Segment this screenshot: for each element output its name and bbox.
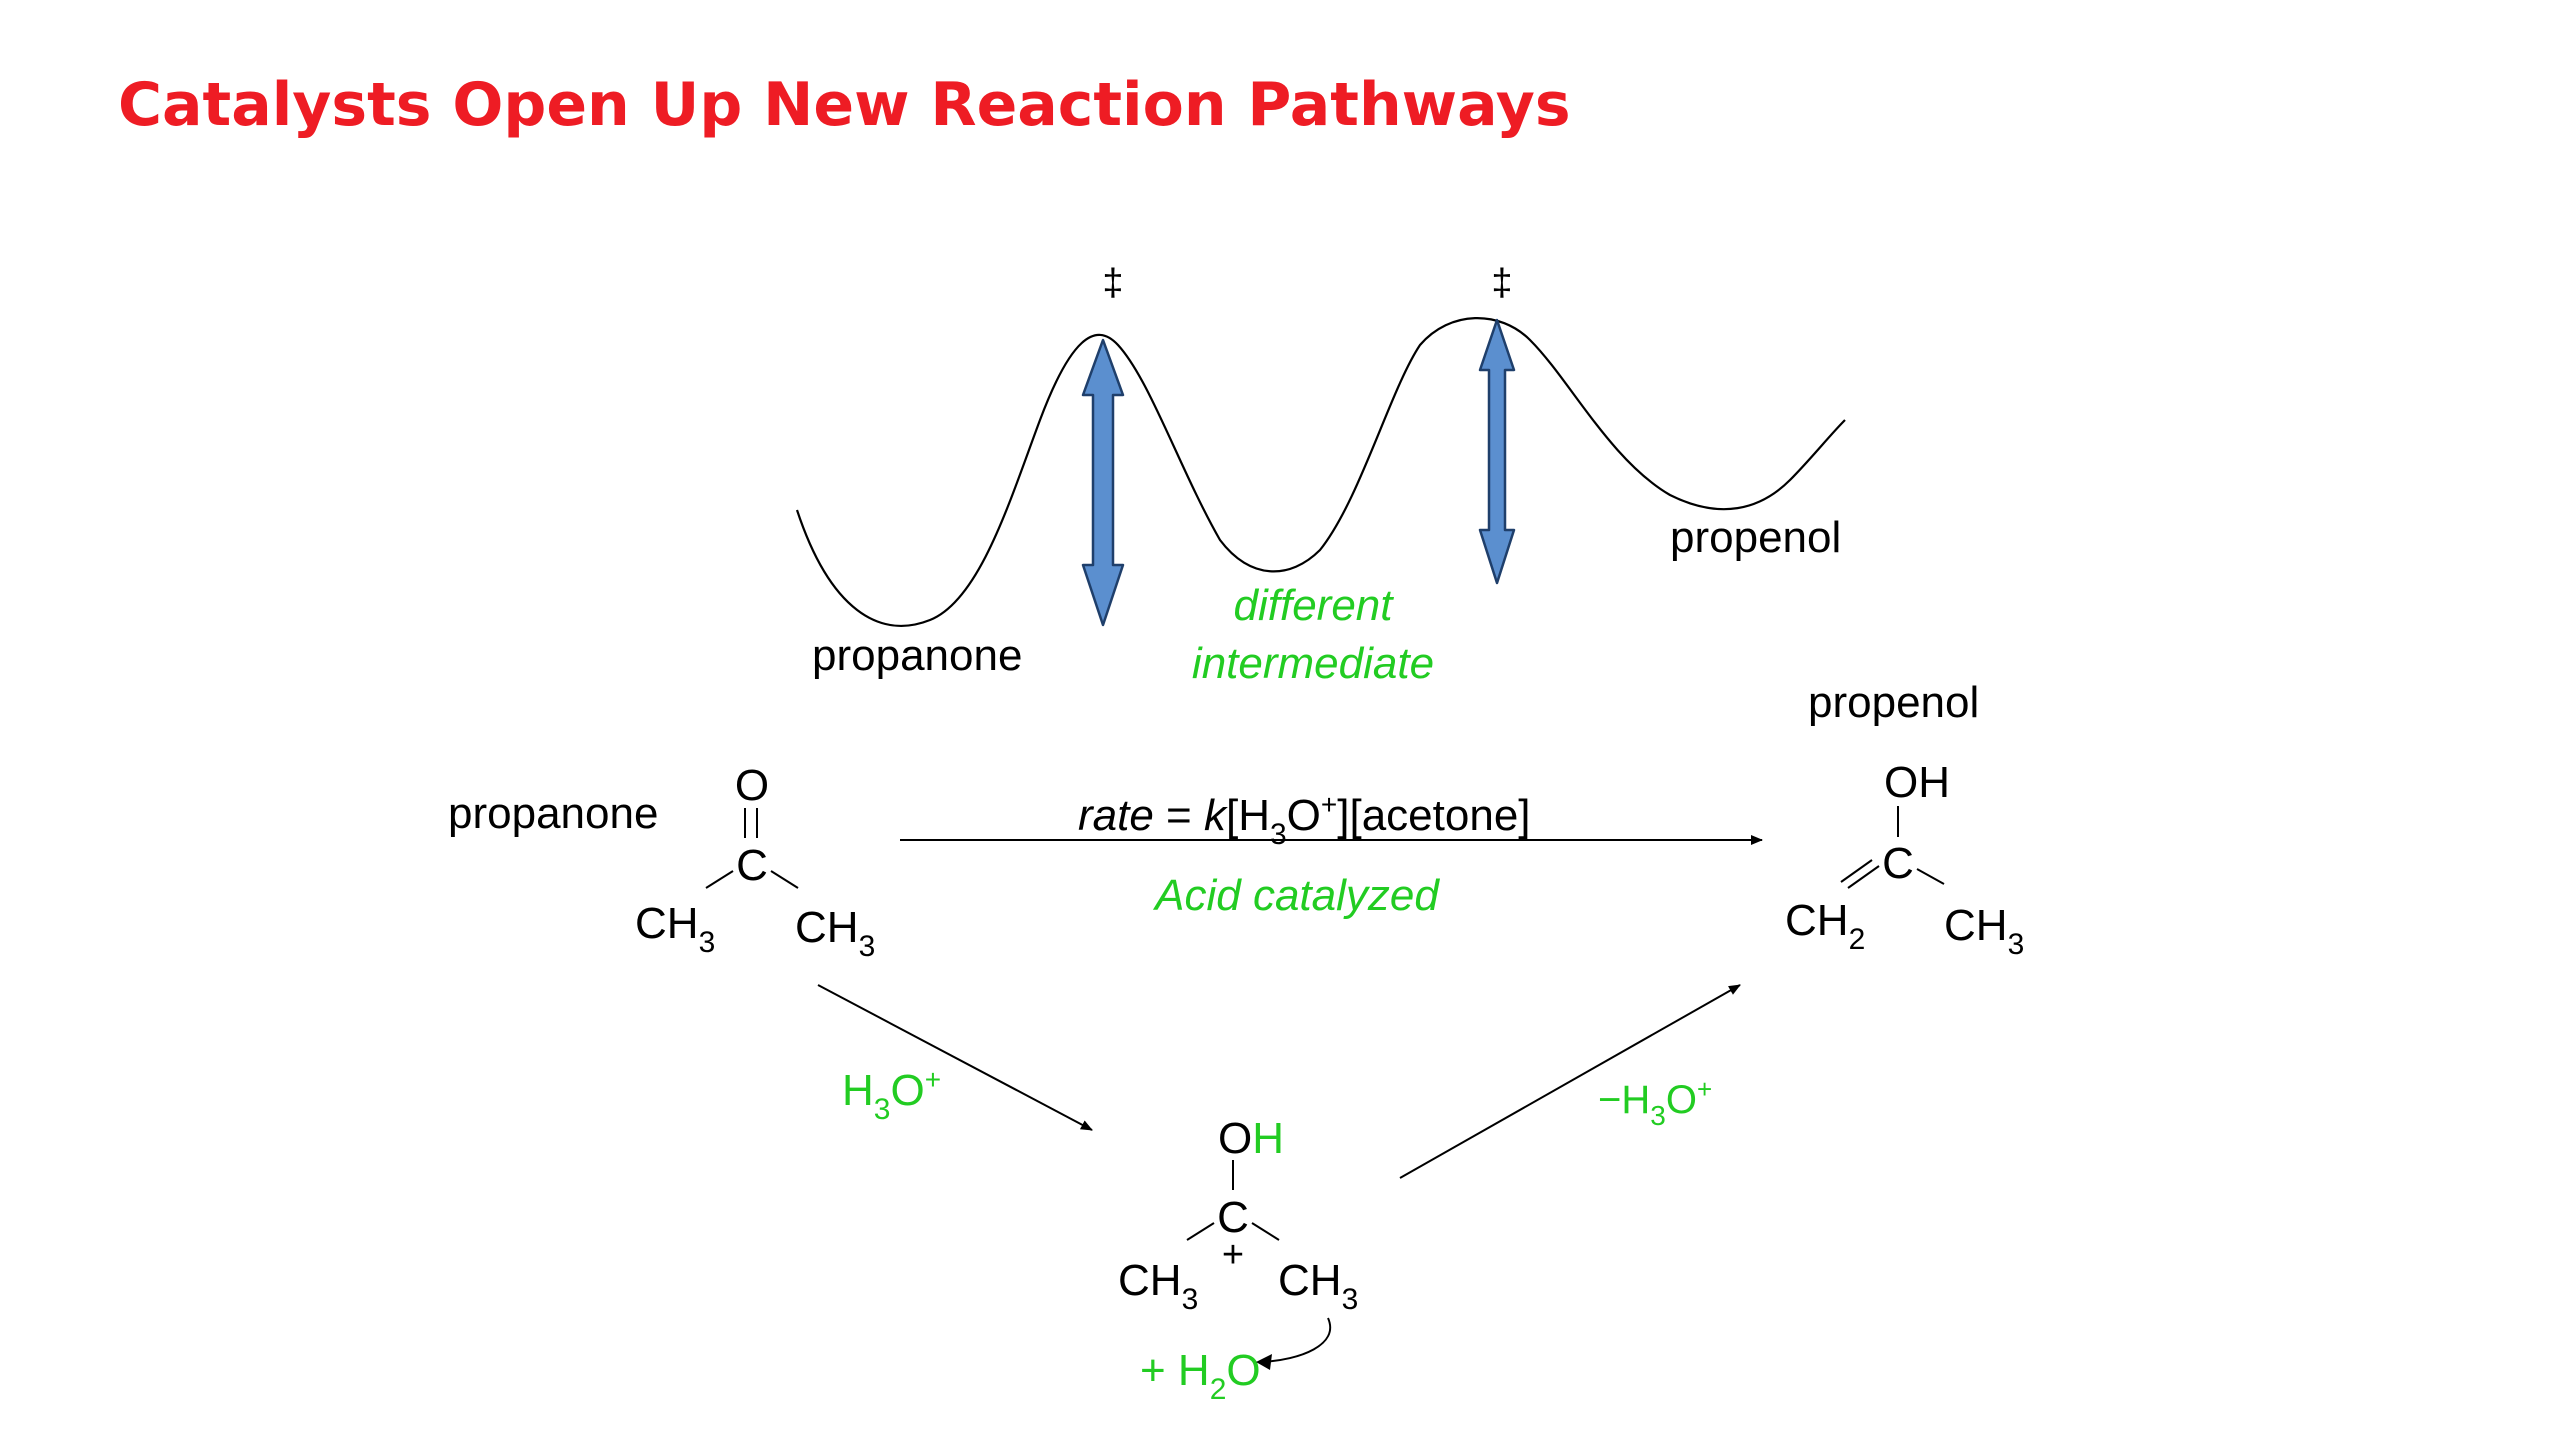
intermediate-label-line2: intermediate <box>1192 639 1434 688</box>
propenol-name: propenol <box>1808 678 1979 727</box>
propanone-name: propanone <box>448 789 658 838</box>
energy-label-propanone: propanone <box>812 631 1022 680</box>
stepwise-pathway: H3O+ −H3O+ OH C + CH3 CH3 + H2O <box>817 984 1741 1406</box>
propanone-structure: propanone O C CH3 CH3 <box>448 761 875 963</box>
rate-law: rate = k[H3O+][acetone] <box>1078 789 1531 851</box>
activation-energy-arrow-2 <box>1478 318 1516 585</box>
cation-bond-right <box>1251 1222 1280 1241</box>
step1-reagent-h3o: H3O+ <box>842 1064 941 1126</box>
intermediate-label-line1: different <box>1234 581 1395 630</box>
enol-carbon: C <box>1882 839 1914 888</box>
enol-single-bond <box>1916 868 1945 885</box>
cation-methyl-right: CH3 <box>1278 1256 1358 1316</box>
water-curved-arrow <box>1261 1317 1332 1363</box>
acetone-bond-left <box>705 870 734 889</box>
acetone-carbon: C <box>736 841 768 890</box>
slide-title: Catalysts Open Up New Reaction Pathways <box>118 70 1571 140</box>
cation-carbon: C <box>1217 1193 1249 1242</box>
acetone-methyl-left: CH3 <box>635 899 715 959</box>
step2-arrow <box>1399 984 1741 1179</box>
acetone-oxygen: O <box>735 761 769 810</box>
cation-hydroxyl: OH <box>1218 1114 1284 1163</box>
activation-energy-arrow-1 <box>1081 338 1125 627</box>
water-curved-arrow-head <box>1256 1354 1272 1370</box>
cation-bond-left <box>1186 1222 1215 1241</box>
ts-symbol-1: ‡ <box>1102 262 1123 304</box>
step1-arrow <box>817 984 1093 1131</box>
ts-symbol-2: ‡ <box>1491 262 1512 304</box>
enol-methyl: CH3 <box>1944 901 2024 961</box>
direct-reaction: rate = k[H3O+][acetone] Acid catalyzed <box>900 789 1763 920</box>
water-byproduct: + H2O <box>1140 1346 1261 1406</box>
energy-label-propenol: propenol <box>1670 513 1841 562</box>
cation-charge: + <box>1222 1234 1244 1276</box>
energy-diagram: ‡ ‡ propanone propenol different interme… <box>795 262 1846 688</box>
enol-methylene: CH2 <box>1785 896 1865 956</box>
step2-reagent-h3o: −H3O+ <box>1598 1074 1712 1131</box>
carbocation-structure: OH C + CH3 CH3 <box>1118 1114 1358 1316</box>
cation-methyl-left: CH3 <box>1118 1256 1198 1316</box>
acetone-bond-right <box>770 870 799 889</box>
acetone-methyl-right: CH3 <box>795 903 875 963</box>
enol-double-bond-a <box>1847 865 1880 889</box>
acid-catalyzed-label: Acid catalyzed <box>1152 871 1440 920</box>
enol-double-bond-b <box>1840 859 1873 883</box>
propenol-structure: propenol OH C CH2 CH3 <box>1785 678 2024 961</box>
enol-hydroxyl: OH <box>1884 758 1950 807</box>
energy-curve <box>795 317 1846 627</box>
